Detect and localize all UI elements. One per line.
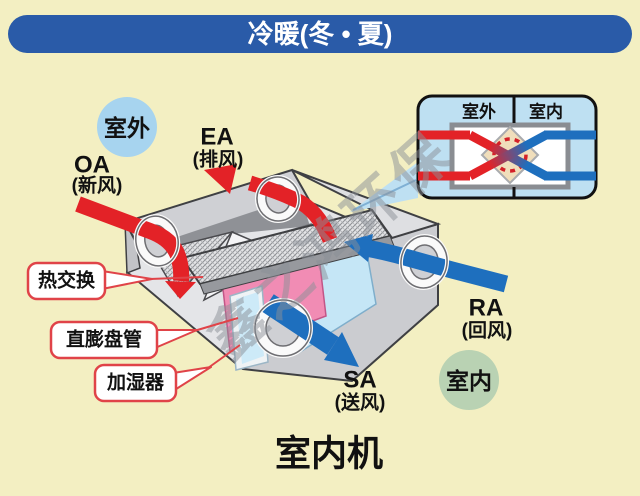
indoor-zone-label: 室内 — [446, 368, 492, 394]
indoor-zone-circle — [439, 350, 499, 410]
inset-band-red-top — [418, 130, 470, 140]
oa-code-label: OA — [74, 152, 110, 179]
collar-front-rims — [133, 175, 450, 358]
callout-dx-coil-label: 直膨盘管 — [66, 328, 142, 351]
sa-arrow-head — [324, 332, 359, 367]
callout-heat-exchange-label: 热交换 — [38, 269, 96, 292]
ea-arrow-head — [204, 164, 237, 194]
ra-arrow-shaft — [364, 239, 509, 293]
exchanger-inset-diagram: 室外 室内 — [350, 94, 598, 212]
callout-dx-coil-box — [49, 320, 159, 360]
outdoor-zone-label: 室外 — [104, 115, 150, 141]
header-bar — [8, 15, 632, 53]
sa-code-label: SA — [343, 367, 376, 394]
ea-arrow-shaft — [247, 175, 337, 243]
humidifier-panel — [236, 292, 264, 364]
inset-band-blue-top — [544, 130, 596, 140]
ra-name-label: (回风) — [462, 320, 513, 342]
ra-arrow-head — [344, 234, 373, 262]
inset-rotor-dashed-circle — [492, 137, 528, 173]
callout-humidifier: 加湿器 — [93, 344, 241, 403]
inset-indoor-label: 室内 — [529, 102, 563, 122]
header-title: 冷暖(冬 • 夏) — [248, 19, 393, 49]
oa-name-label: (新风) — [72, 174, 123, 197]
inset-band-red-bottom — [418, 171, 470, 181]
callout-humidifier-label: 加湿器 — [106, 372, 165, 394]
outdoor-zone-circle — [97, 97, 157, 157]
airflow-labels: OA (新风) EA (排风) RA (回风) SA (送风) — [72, 124, 513, 414]
oa-arrow-shaft — [75, 196, 190, 282]
callout-humidifier-box — [93, 363, 178, 403]
ra-code-label: RA — [469, 295, 504, 322]
inset-band-blue-bottom — [544, 171, 596, 181]
oa-arrow-head — [165, 281, 196, 299]
inset-callout-beam-line — [352, 179, 417, 211]
callout-dx-coil: 直膨盘管 — [49, 317, 239, 360]
callout-heat-exchange-box — [26, 261, 107, 301]
callout-humidifier-line — [207, 344, 241, 369]
inset-callout-beam — [350, 162, 418, 212]
callout-heat-exchange-line — [149, 276, 204, 280]
inset-outdoor-label: 室外 — [462, 102, 496, 122]
inset-crossflow-blue-to-red — [467, 131, 549, 180]
callout-heat-exchange: 热交换 — [26, 261, 204, 301]
indoor-unit-illustration — [75, 164, 509, 383]
ea-code-label: EA — [200, 124, 233, 151]
callout-dx-coil-line — [193, 317, 239, 332]
ea-name-label: (排风) — [193, 148, 244, 171]
sa-name-label: (送风) — [335, 391, 386, 414]
unit-left-corner — [124, 221, 141, 275]
sa-arrow-shaft — [262, 294, 339, 355]
footer-title: 室内机 — [275, 433, 383, 474]
